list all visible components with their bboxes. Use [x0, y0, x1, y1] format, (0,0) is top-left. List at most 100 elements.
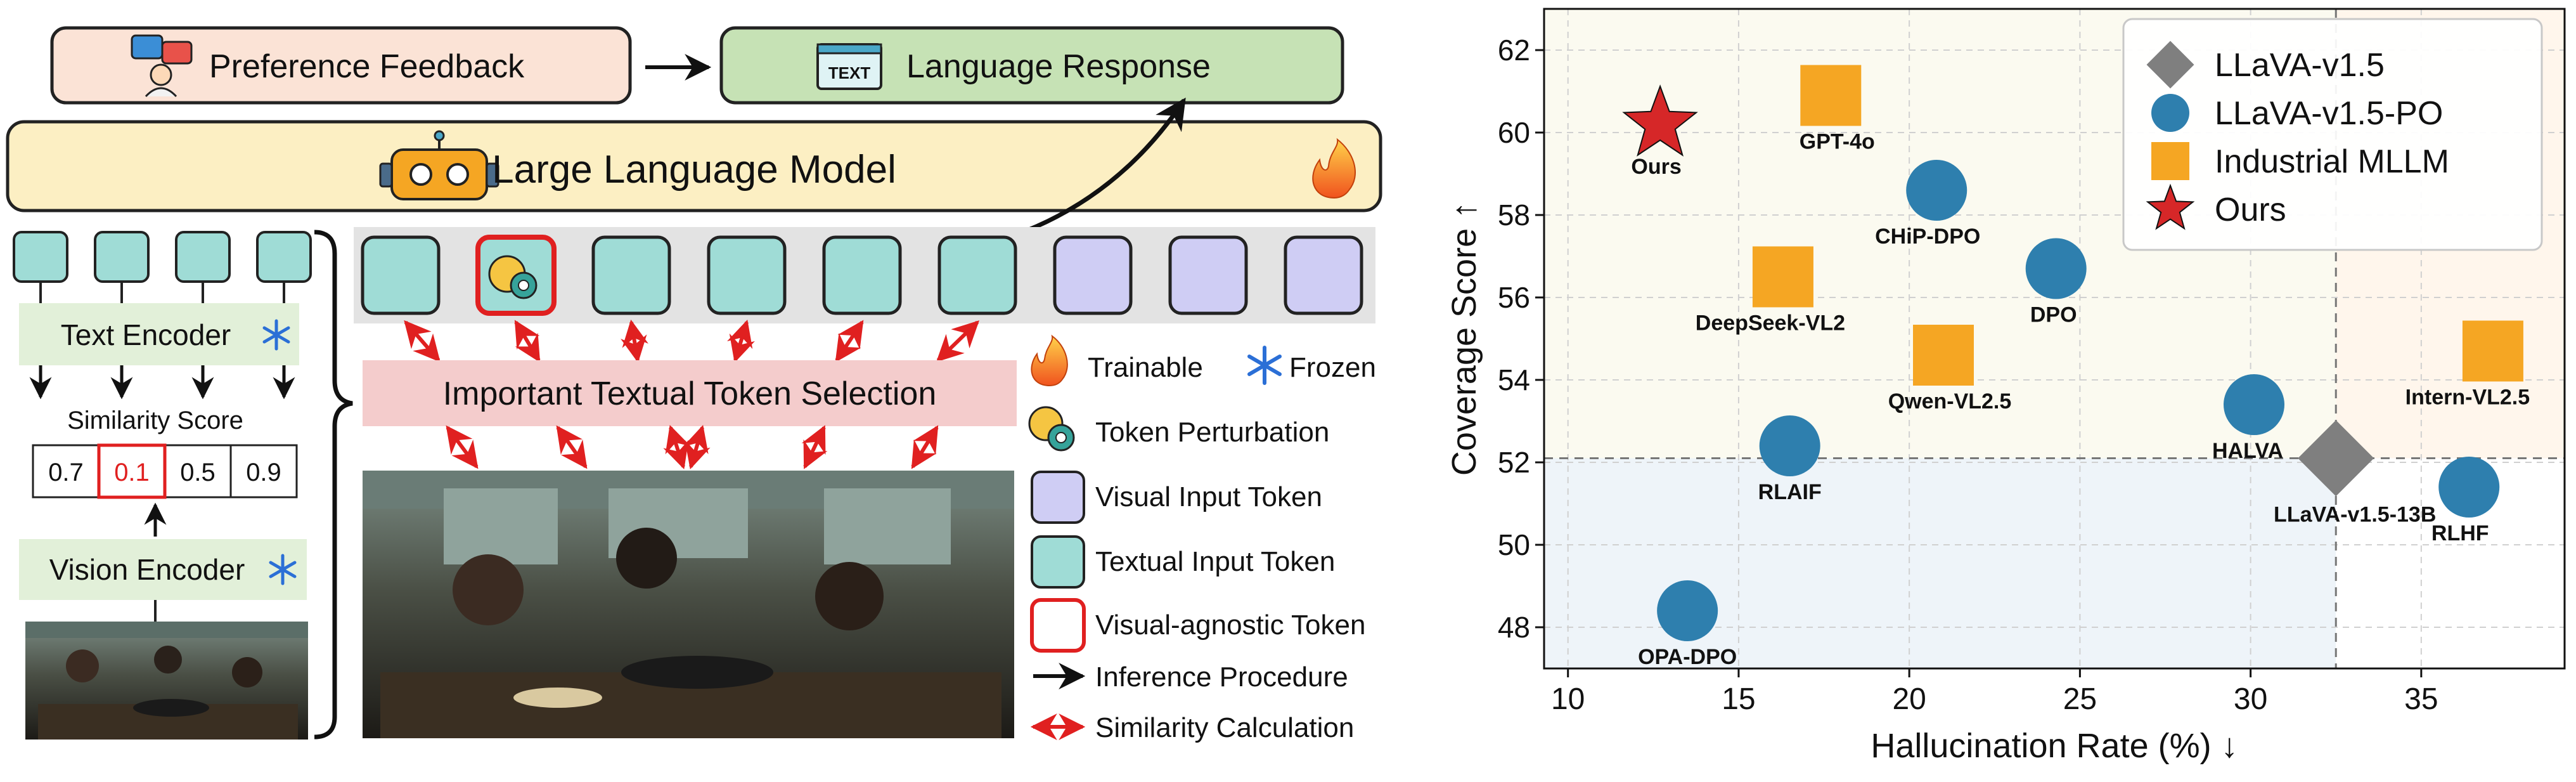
data-point-label: RLAIF [1758, 480, 1822, 504]
y-tick-label: 62 [1498, 34, 1530, 67]
feedback-person-icon [131, 34, 193, 98]
legend-entry: Ours [2215, 192, 2286, 228]
y-tick-label: 58 [1498, 199, 1530, 231]
llm-box [6, 120, 1382, 212]
text-encoder-tokens [13, 231, 312, 303]
textual-input-token [937, 235, 1017, 315]
legend-frame [2122, 18, 2543, 251]
x-tick-label: 20 [1892, 682, 1926, 716]
textual-input-token [361, 235, 441, 315]
data-point-label: Intern-VL2.5 [2405, 386, 2530, 410]
pipeline-diagram: Preference Feedback TEXT Language Respon… [6, 26, 1382, 743]
visual-input-token [1284, 235, 1363, 315]
data-point [1759, 415, 1820, 476]
data-point-label: Ours [1631, 155, 1681, 179]
similarity-value: 0.7 [48, 459, 84, 486]
visual-input-token [1053, 235, 1133, 315]
token-perturbation-icon [1028, 406, 1075, 452]
legend-visual-input-token: Visual Input Token [1095, 481, 1322, 512]
y-axis-label: Coverage Score ↑ [1445, 202, 1483, 476]
vision-encoder-frozen-snowflake-icon [269, 554, 297, 585]
x-tick-label: 35 [2404, 682, 2438, 716]
llm-input-tokens [361, 235, 1363, 316]
encoder-down-arrows [29, 365, 295, 400]
data-point-label: HALVA [2212, 439, 2283, 463]
data-point [2438, 457, 2500, 518]
preference-feedback-label: Preference Feedback [209, 48, 525, 85]
data-point-label: DPO [2030, 303, 2077, 327]
data-point [1913, 325, 1974, 386]
perturbation-icon [488, 255, 538, 299]
input-image-thumbnail [25, 622, 308, 740]
x-tick-label: 30 [2234, 682, 2267, 716]
quadrant-background [1544, 458, 2336, 668]
data-point [2025, 238, 2087, 299]
data-point-label: OPA-DPO [1638, 645, 1737, 669]
vision-encoder-label: Vision Encoder [49, 553, 245, 586]
textual-input-token [822, 235, 902, 315]
x-tick-label: 25 [2063, 682, 2097, 716]
textual-input-token [707, 235, 787, 315]
data-point-label: DeepSeek-VL2 [1696, 311, 1845, 336]
x-tick-label: 10 [1551, 682, 1585, 716]
x-axis-label: Hallucination Rate (%) ↓ [1871, 727, 2238, 765]
data-point [2462, 320, 2523, 382]
visual-agnostic-token-swatch [1030, 598, 1086, 653]
diagram-legend: Trainable Frozen Token Perturbation Visu… [1028, 334, 1376, 743]
robot-icon [379, 130, 499, 200]
similarity-score-table: 0.7 0.1 0.5 0.9 [32, 443, 298, 499]
y-tick-label: 54 [1498, 363, 1530, 396]
text-encoder-box [19, 303, 299, 365]
text-document-icon: TEXT [816, 43, 882, 90]
visual-input-token-swatch [1031, 471, 1085, 524]
data-point-label: Qwen-VL2.5 [1888, 389, 2012, 414]
legend-entry: LLaVA-v1.5-PO [2215, 95, 2443, 132]
similarity-value: 0.9 [246, 459, 281, 486]
data-point-label: CHiP-DPO [1875, 225, 1980, 249]
data-point [1622, 84, 1698, 157]
legend-token-perturbation: Token Perturbation [1095, 417, 1329, 448]
legend-marker [2151, 142, 2189, 180]
legend-marker [2146, 41, 2194, 89]
data-point [1906, 160, 1967, 221]
plot-frame [1543, 8, 2566, 670]
data-point [1657, 580, 1718, 641]
low-similarity-cell [97, 443, 167, 499]
y-tick-label: 48 [1498, 611, 1530, 644]
legend-marker [2146, 183, 2195, 230]
y-tick-label: 56 [1498, 281, 1530, 314]
legend-textual-input-token: Textual Input Token [1095, 546, 1335, 577]
llm-trainable-flame-icon [1312, 138, 1356, 199]
legend-marker [2151, 94, 2189, 132]
text-token [175, 231, 231, 283]
textual-input-token-swatch [1031, 535, 1085, 589]
text-token [256, 231, 312, 283]
data-point [2224, 374, 2284, 435]
data-point-label: GPT-4o [1800, 130, 1875, 154]
preference-feedback-box [50, 26, 632, 105]
input-image [363, 471, 1014, 738]
point-labels: LLaVA-v1.5-13BCHiP-DPODPOHALVARLAIFRLHFO… [1631, 130, 2530, 670]
similarity-value: 0.1 [114, 459, 150, 486]
text-encoder-label: Text Encoder [61, 318, 231, 351]
legend-entry: LLaVA-v1.5 [2215, 47, 2385, 84]
trainable-flame-icon [1031, 334, 1068, 387]
similarity-score-title: Similarity Score [67, 407, 243, 434]
data-point [1752, 246, 1813, 308]
textual-input-token [591, 235, 671, 315]
y-tick-label: 52 [1498, 446, 1530, 479]
visual-input-token [1168, 235, 1248, 315]
similarity-arrows-top [404, 319, 980, 363]
similarity-value: 0.5 [180, 459, 216, 486]
similarity-arrows-bottom [446, 424, 939, 470]
scatter-chart: LLaVA-v1.5-13BCHiP-DPODPOHALVARLAIFRLHFO… [1445, 8, 2566, 765]
bracket [314, 230, 353, 740]
x-tick-label: 15 [1722, 682, 1755, 716]
legend-visual-agnostic-token: Visual-agnostic Token [1095, 609, 1365, 641]
llm-label: Large Language Model [492, 148, 896, 192]
data-points [1622, 65, 2523, 641]
data-point [2298, 420, 2374, 497]
data-point-label: RLHF [2431, 521, 2489, 545]
